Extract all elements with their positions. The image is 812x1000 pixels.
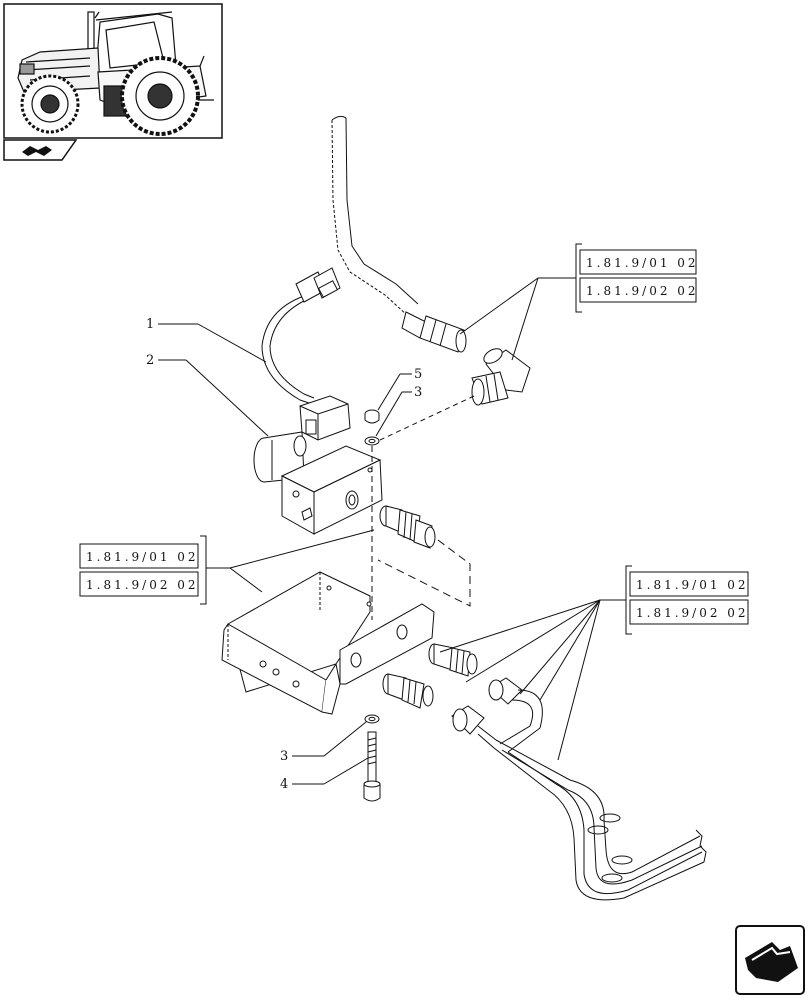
reference-group-top-right: 1.81.9/01 02 1.81.9/02 02 (575, 243, 699, 313)
solenoid-coil (299, 395, 351, 441)
callout-3-top: 3 (414, 385, 422, 400)
reference-box[interactable] (79, 543, 199, 569)
washer-part-3-top (364, 436, 380, 446)
reference-text: 1.81.9/02 02 (586, 284, 699, 298)
reference-leaders (206, 277, 626, 761)
assembly-guide-mid (377, 539, 471, 607)
reference-box[interactable] (629, 571, 749, 597)
reference-box[interactable] (629, 599, 749, 625)
reference-text: 1.81.9/01 02 (636, 578, 749, 592)
washer-part-3-bottom (364, 714, 380, 724)
reference-text: 1.81.9/02 02 (86, 578, 199, 592)
hose-fitting-upper (401, 311, 467, 353)
callout-5: 5 (414, 367, 422, 382)
reference-group-middle-left: 1.81.9/01 02 1.81.9/02 02 (79, 535, 207, 605)
reference-text: 1.81.9/02 02 (636, 606, 749, 620)
cable-connector (295, 267, 341, 303)
reference-group-bottom-right: 1.81.9/01 02 1.81.9/02 02 (625, 565, 749, 635)
callouts (158, 323, 412, 785)
nut-part-5 (364, 409, 380, 424)
next-page-arrow-icon[interactable] (735, 925, 805, 995)
bulkhead-fitting-upper (428, 643, 478, 677)
reference-text: 1.81.9/01 02 (86, 550, 199, 564)
upper-hose (331, 115, 467, 353)
mounting-bracket (221, 571, 435, 715)
elbow-fitting-upper (471, 348, 531, 406)
reference-text: 1.81.9/01 02 (586, 256, 699, 270)
bulkhead-fitting-lower (382, 673, 434, 709)
tractor-thumbnail (3, 3, 223, 139)
solenoid-cable (261, 267, 341, 405)
callout-2: 2 (146, 353, 154, 368)
bolt-part-4 (363, 731, 381, 802)
reference-box[interactable] (79, 571, 199, 597)
valve-block (253, 431, 383, 535)
assembly-line-upper (379, 395, 475, 441)
tractor-icon (17, 11, 214, 136)
lower-hoses (451, 677, 707, 901)
section-badge-icon (3, 139, 78, 161)
callout-4: 4 (280, 777, 288, 792)
callout-3-bottom: 3 (280, 749, 288, 764)
straight-fitting-mid (379, 505, 436, 549)
reference-box[interactable] (579, 277, 697, 303)
reference-box[interactable] (579, 249, 697, 275)
callout-1: 1 (146, 317, 154, 332)
